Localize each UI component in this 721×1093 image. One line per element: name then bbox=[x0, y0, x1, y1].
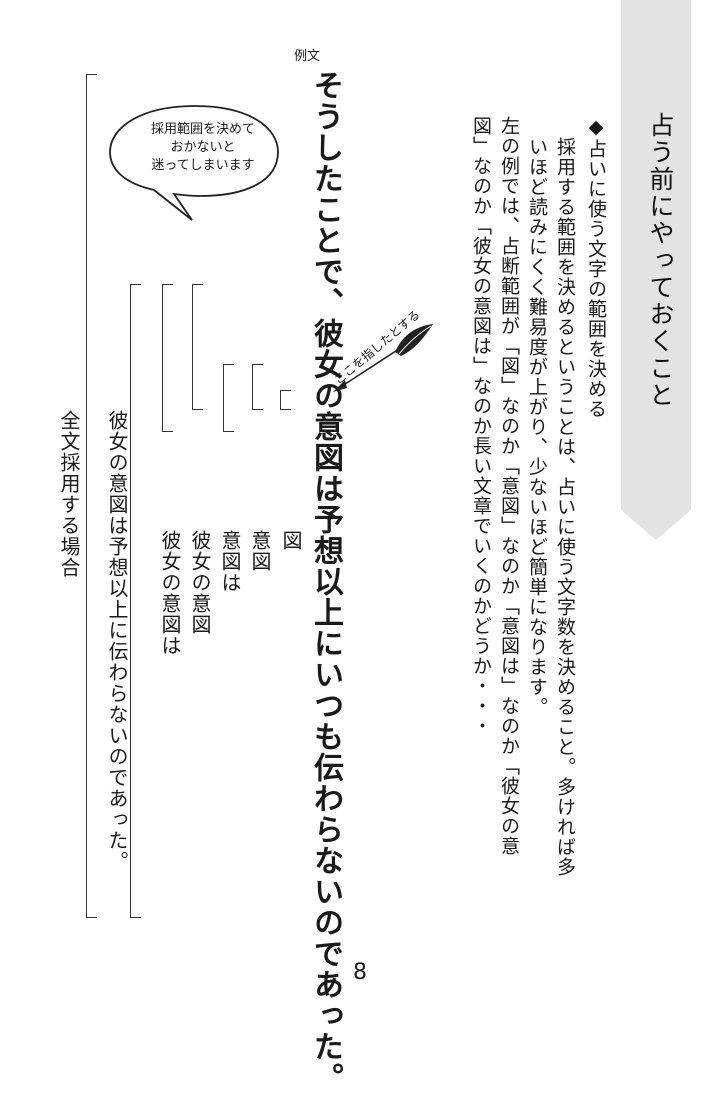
body-line-2: いほど読みにくく難易度が上がり、少ないほど簡単になります。 bbox=[526, 137, 548, 717]
example-label: 例文 bbox=[294, 49, 321, 64]
bracket-scope-5 bbox=[162, 284, 173, 432]
chapter-tab bbox=[621, 0, 691, 540]
scope-option-1: 図 bbox=[279, 530, 303, 551]
chapter-title: 占う前にやっておくこと bbox=[646, 112, 675, 409]
body-line-4: 図」なのか「彼女の意図は」なのか長い文章でいくのかどうか・・・ bbox=[470, 116, 492, 736]
page-number: 8 bbox=[353, 960, 367, 985]
bubble-line-3: 迷ってしまいます bbox=[151, 158, 255, 173]
bracket-scope-1 bbox=[280, 390, 291, 410]
scope-option-2: 意図 bbox=[248, 530, 272, 572]
bracket-scope-2 bbox=[252, 364, 263, 410]
scope-long-text: 彼女の意図は予想以上に伝わらないのであった。 bbox=[105, 410, 129, 872]
bracket-scope-3 bbox=[223, 364, 234, 432]
example-sentence: そうしたことで、彼女の意図は予想以上にいつも伝わらないのであった。 bbox=[308, 70, 343, 1093]
scope-option-4: 彼女の意図 bbox=[188, 530, 212, 635]
bubble-line-2: おかないと bbox=[170, 140, 236, 155]
bracket-full bbox=[86, 74, 97, 918]
speech-bubble bbox=[109, 105, 279, 221]
section-heading: ◆占いに使う文字の範囲を決める bbox=[585, 116, 607, 419]
bubble-line-1: 採用範囲を決めて bbox=[150, 122, 255, 137]
body-line-1: 採用する範囲を決めるということは、占いに使う文字数を決めること。多ければ多 bbox=[554, 137, 576, 877]
scope-full-text: 全文採用する場合 bbox=[57, 410, 81, 578]
scope-option-3: 意図は bbox=[218, 530, 242, 593]
body-line-3: 左の例では、占断範囲が「図」なのか「意図」なのか「意図は」なのか「彼女の意 bbox=[498, 116, 520, 856]
scope-option-5: 彼女の意図は bbox=[158, 530, 182, 656]
feather-pen-icon bbox=[333, 324, 433, 392]
bracket-long bbox=[130, 284, 141, 918]
bracket-scope-4 bbox=[192, 284, 203, 410]
